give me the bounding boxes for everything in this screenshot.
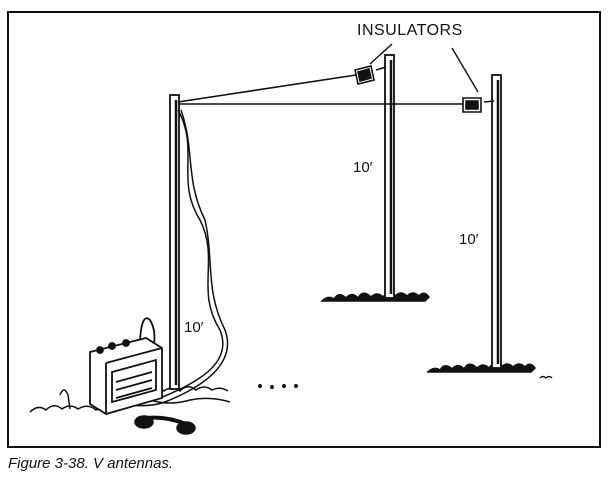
figure-frame [7,11,601,448]
handset [59,389,196,435]
insulator-right [462,97,482,113]
right-mast-height-label: 10′ [459,231,479,248]
ground-right-mast [427,363,553,380]
ground-back-mast [320,292,430,302]
insulator-back [354,65,375,85]
insulators-label: INSULATORS [357,22,463,39]
antenna-wires [177,66,495,105]
mast-right [491,74,502,369]
back-mast-height-label: 10′ [353,159,373,176]
insulator-leaders [369,43,479,93]
radio-set [89,317,163,415]
figure-caption: Figure 3-38. V antennas. [8,455,174,472]
mast-front [169,94,180,390]
mast-back [384,54,395,299]
front-mast-height-label: 10′ [184,319,204,336]
